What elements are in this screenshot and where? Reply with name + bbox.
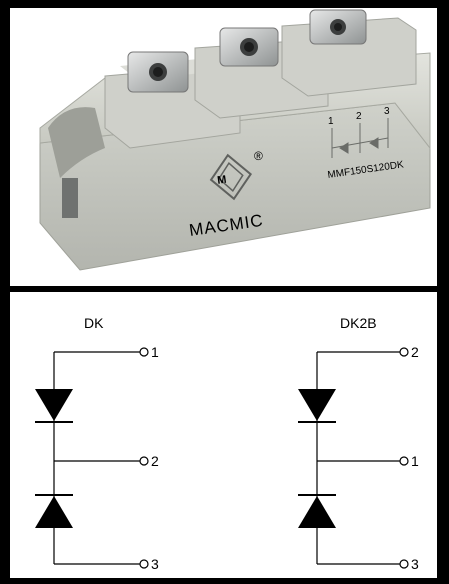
dk2b-terminal-mid: 1 xyxy=(411,453,419,469)
dk-diode-upper xyxy=(35,389,73,421)
dk2b-terminal-top: 2 xyxy=(411,344,419,360)
terminal-tower-3 xyxy=(281,9,417,97)
case-pin-label-3: 3 xyxy=(384,106,390,117)
mounting-slot-left xyxy=(48,107,105,178)
svg-text:M: M xyxy=(216,174,227,187)
registered-mark: ® xyxy=(254,149,263,163)
module-illustration: 1 2 3 MMF150S120DK M ® MACMIC xyxy=(39,9,431,271)
circuit-diagrams: DK 1 2 3 DK2B 2 1 3 xyxy=(35,315,419,572)
mounting-screw-left xyxy=(62,178,78,218)
case-pin-label-1: 1 xyxy=(328,116,334,127)
circuit-dk xyxy=(53,347,149,569)
circuit-diagram-panel: DK 1 2 3 DK2B 2 1 3 xyxy=(10,292,437,578)
dk-terminal-bottom: 3 xyxy=(151,556,159,572)
product-photo: 1 2 3 MMF150S120DK M ® MACMIC xyxy=(10,8,437,286)
dk2b-diode-upper xyxy=(298,389,336,421)
dk2b-terminal-bottom: 3 xyxy=(411,556,419,572)
case-schematic xyxy=(331,118,389,158)
dk-terminal-mid: 2 xyxy=(151,453,159,469)
case-pin-label-2: 2 xyxy=(356,111,362,122)
circuit-dk2b xyxy=(316,347,409,569)
dk2b-diode-lower xyxy=(298,496,336,528)
macmic-logo-icon: M xyxy=(209,153,253,201)
dk2b-title: DK2B xyxy=(340,315,377,331)
dk-diode-lower xyxy=(35,496,73,528)
dk-terminal-top: 1 xyxy=(151,344,159,360)
dk-title: DK xyxy=(84,315,104,331)
